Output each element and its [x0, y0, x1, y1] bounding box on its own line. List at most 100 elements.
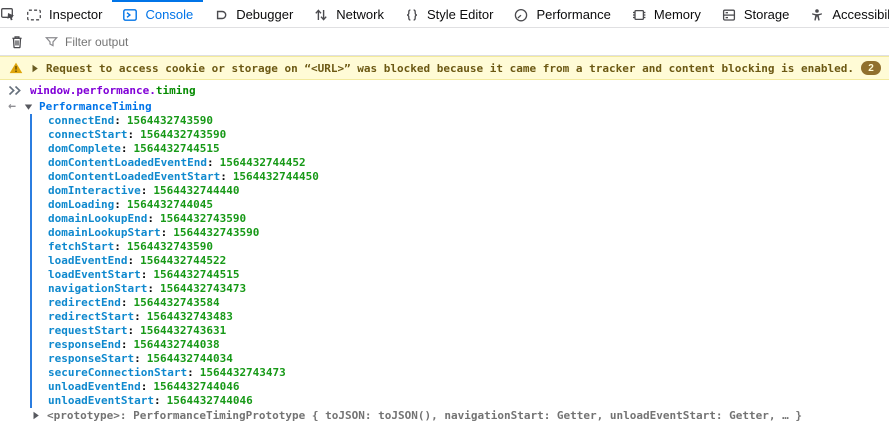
- console-filter-bar: [0, 28, 889, 56]
- warning-triangle-icon: [9, 61, 23, 75]
- property-name: domainLookupStart: [48, 226, 161, 239]
- prototype-text: <prototype>: PerformanceTimingPrototype …: [47, 409, 802, 422]
- object-property-row[interactable]: loadEventStart:1564432744515: [48, 268, 889, 282]
- filter-output-input[interactable]: [65, 34, 889, 49]
- object-property-row[interactable]: connectEnd:1564432743590: [48, 114, 889, 128]
- object-class-name[interactable]: PerformanceTiming: [39, 100, 152, 113]
- tab-label: Memory: [653, 7, 701, 22]
- console-warning-message[interactable]: Request to access cookie or storage on “…: [0, 56, 889, 80]
- property-value: 1564432744450: [232, 170, 319, 183]
- tab-memory[interactable]: Memory: [621, 0, 711, 27]
- property-colon: :: [127, 128, 135, 141]
- property-value: 1564432744452: [219, 156, 306, 169]
- tab-label: Inspector: [49, 7, 103, 22]
- object-property-row[interactable]: unloadEventStart:1564432744046: [48, 394, 889, 408]
- object-property-row[interactable]: domContentLoadedEventStart:1564432744450: [48, 170, 889, 184]
- tab-label: Performance: [536, 7, 611, 22]
- funnel-icon: [44, 34, 59, 49]
- object-property-row[interactable]: fetchStart:1564432743590: [48, 240, 889, 254]
- property-colon: :: [140, 184, 148, 197]
- object-property-row[interactable]: domInteractive:1564432744440: [48, 184, 889, 198]
- object-properties-list: connectEnd:1564432743590 connectStart:15…: [30, 114, 889, 408]
- property-value: 1564432744045: [126, 198, 213, 211]
- tab-label: Style Editor: [426, 7, 494, 22]
- tab-network[interactable]: Network: [303, 0, 394, 27]
- property-colon: :: [114, 198, 121, 211]
- property-colon: :: [120, 338, 128, 351]
- console-result-row: ← PerformanceTiming: [0, 99, 889, 114]
- property-value: 1564432744034: [146, 352, 233, 365]
- property-value: 1564432743590: [173, 226, 260, 239]
- property-value: 1564432743473: [159, 282, 247, 295]
- property-value: 1564432744515: [153, 268, 240, 281]
- property-value: 1564432743590: [159, 212, 247, 225]
- object-property-row[interactable]: domainLookupStart:1564432743590: [48, 226, 889, 240]
- property-name: domainLookupEnd: [48, 212, 148, 225]
- object-property-row[interactable]: domainLookupEnd:1564432743590: [48, 212, 889, 226]
- property-colon: :: [114, 114, 121, 127]
- tab-style-editor[interactable]: Style Editor: [394, 0, 503, 27]
- property-name: loadEventStart: [48, 268, 141, 281]
- input-property-part: timing: [155, 84, 196, 97]
- object-property-row[interactable]: secureConnectionStart:1564432743473: [48, 366, 889, 380]
- network-icon: [313, 7, 329, 23]
- property-colon: :: [134, 352, 141, 365]
- message-count-badge: 2: [861, 61, 881, 75]
- expand-arrow-icon[interactable]: [31, 411, 41, 420]
- property-name: connectStart: [48, 128, 128, 141]
- object-property-row[interactable]: redirectEnd:1564432743584: [48, 296, 889, 310]
- clear-console-button[interactable]: [0, 28, 34, 55]
- storage-icon: [721, 7, 737, 23]
- property-name: secureConnectionStart: [48, 366, 188, 379]
- collapse-arrow-icon[interactable]: [23, 103, 33, 111]
- property-colon: :: [206, 156, 214, 169]
- pick-element-button[interactable]: [0, 0, 16, 27]
- property-colon: :: [147, 212, 154, 225]
- object-property-row[interactable]: responseStart:1564432744034: [48, 352, 889, 366]
- property-name: domInteractive: [48, 184, 141, 197]
- object-property-row[interactable]: domComplete:1564432744515: [48, 142, 889, 156]
- warning-message-text: Request to access cookie or storage on “…: [46, 61, 854, 75]
- object-property-row[interactable]: responseEnd:1564432744038: [48, 338, 889, 352]
- tab-inspector[interactable]: Inspector: [16, 0, 112, 27]
- property-value: 1564432743483: [146, 310, 233, 323]
- object-property-row[interactable]: redirectStart:1564432743483: [48, 310, 889, 324]
- performance-icon: [513, 7, 529, 23]
- property-name: unloadEventStart: [48, 394, 154, 407]
- property-colon: :: [127, 254, 135, 267]
- object-property-row[interactable]: unloadEventEnd:1564432744046: [48, 380, 889, 394]
- object-property-row[interactable]: domLoading:1564432744045: [48, 198, 889, 212]
- memory-icon: [631, 7, 647, 23]
- tab-accessibility[interactable]: Accessibility: [799, 0, 889, 27]
- inspector-icon: [26, 7, 42, 23]
- property-name: connectEnd: [48, 114, 115, 127]
- object-property-row[interactable]: loadEventEnd:1564432744522: [48, 254, 889, 268]
- console-icon: [122, 7, 138, 23]
- object-property-row[interactable]: requestStart:1564432743631: [48, 324, 889, 338]
- property-name: domContentLoadedEventEnd: [48, 156, 207, 169]
- style-editor-icon: [404, 7, 420, 23]
- property-value: 1564432743473: [199, 366, 286, 379]
- property-colon: :: [153, 394, 161, 407]
- tab-console[interactable]: Console: [112, 0, 204, 27]
- property-name: unloadEventEnd: [48, 380, 141, 393]
- filter-input-container: [35, 34, 889, 49]
- tab-performance[interactable]: Performance: [503, 0, 620, 27]
- property-colon: :: [120, 296, 128, 309]
- accessibility-icon: [809, 7, 825, 23]
- object-property-row[interactable]: connectStart:1564432743590: [48, 128, 889, 142]
- tab-debugger[interactable]: Debugger: [203, 0, 303, 27]
- object-property-row[interactable]: domContentLoadedEventEnd:1564432744452: [48, 156, 889, 170]
- property-name: domLoading: [48, 198, 115, 211]
- property-value: 1564432743590: [126, 114, 213, 127]
- tab-label: Network: [336, 7, 384, 22]
- tab-label: Console: [145, 7, 194, 22]
- property-name: loadEventEnd: [48, 254, 128, 267]
- expand-arrow-icon[interactable]: [30, 64, 39, 73]
- debugger-icon: [213, 7, 229, 23]
- tab-storage[interactable]: Storage: [711, 0, 800, 27]
- tab-label: Debugger: [236, 7, 294, 22]
- prototype-row[interactable]: <prototype>: PerformanceTimingPrototype …: [0, 408, 889, 423]
- object-property-row[interactable]: navigationStart:1564432743473: [48, 282, 889, 296]
- property-colon: :: [187, 366, 194, 379]
